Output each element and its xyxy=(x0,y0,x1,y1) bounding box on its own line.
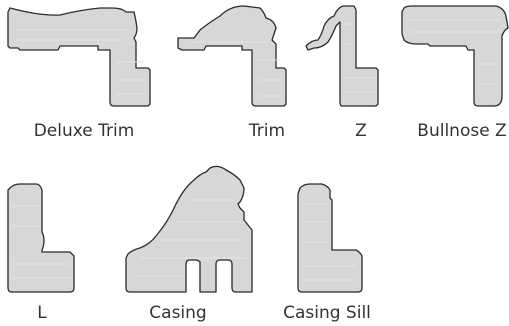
casing-profile xyxy=(125,165,253,293)
deluxe-trim-profile xyxy=(7,7,151,107)
caption-casing: Casing xyxy=(149,303,206,323)
caption-l: L xyxy=(37,303,47,323)
caption-deluxe-trim: Deluxe Trim xyxy=(34,121,135,141)
caption-z: Z xyxy=(355,121,367,141)
caption-trim: Trim xyxy=(248,121,285,141)
l-profile xyxy=(7,183,75,293)
caption-bullnose-z: Bullnose Z xyxy=(417,121,506,141)
trim-profile xyxy=(177,5,287,107)
z-profile xyxy=(305,5,379,107)
casing-sill-profile xyxy=(297,183,363,293)
caption-casing-sill: Casing Sill xyxy=(283,303,371,323)
bullnose-z-profile xyxy=(401,5,509,107)
